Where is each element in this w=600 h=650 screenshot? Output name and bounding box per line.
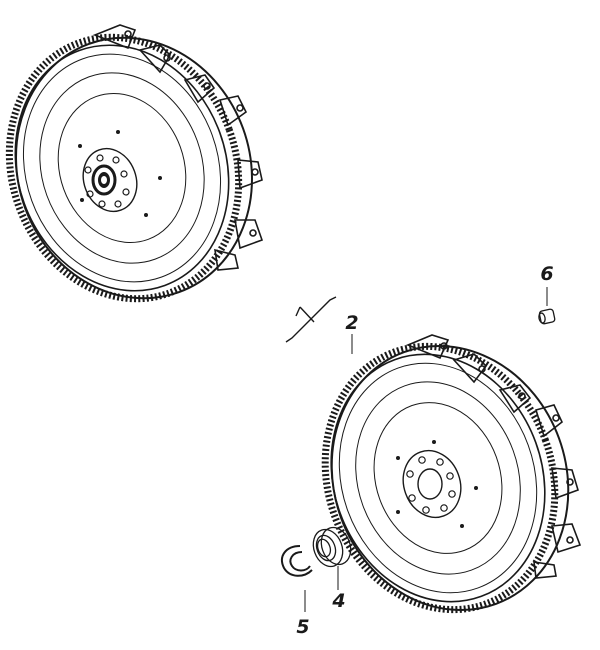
callout-5: 5 — [296, 616, 309, 638]
ring-gear-teeth-bottom — [321, 342, 559, 614]
pin-part-6 — [538, 308, 556, 325]
flywheel-assembly-top — [5, 24, 264, 303]
flywheel-face-top — [14, 44, 230, 292]
hub-bottom — [402, 449, 462, 519]
callout-2: 2 — [345, 312, 358, 334]
flywheel-lugs-top — [92, 24, 264, 271]
flywheel-assembly-bottom — [321, 334, 582, 614]
outer-bolt-holes-bottom — [396, 440, 478, 528]
hub-top — [82, 147, 138, 213]
flywheel-lugs-bottom — [405, 334, 582, 579]
snap-ring-part-5 — [281, 545, 313, 577]
flywheel-face-bottom — [330, 353, 546, 603]
outer-bolt-holes-top — [78, 130, 162, 217]
section-arrow-mark — [285, 296, 337, 343]
callout-6: 6 — [540, 263, 553, 285]
callout-4: 4 — [331, 590, 345, 612]
bearing-part-4 — [312, 526, 352, 568]
ring-gear-teeth-top — [5, 33, 243, 303]
